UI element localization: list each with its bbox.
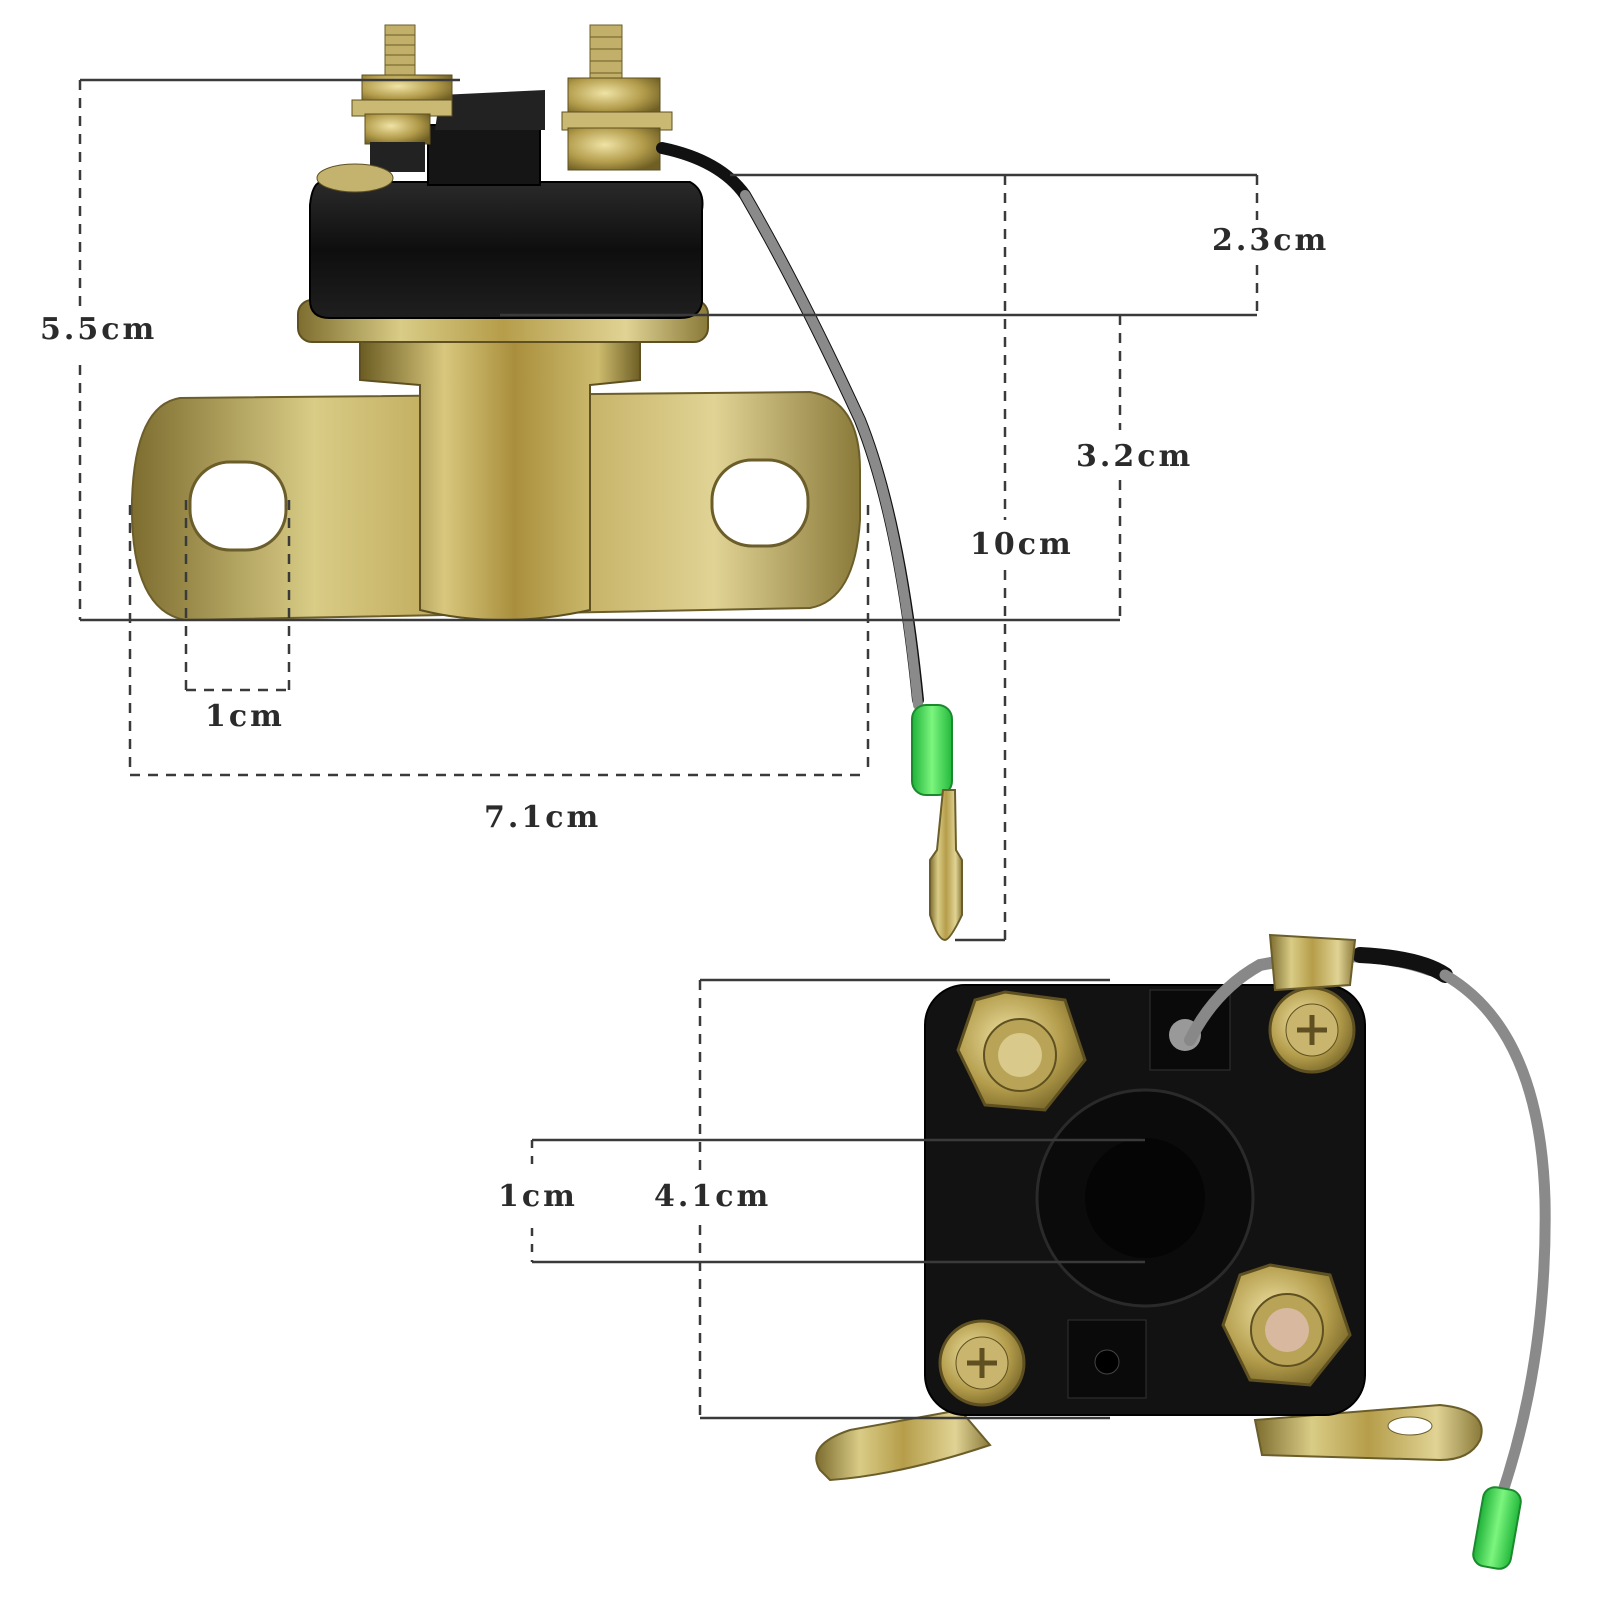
bracket-hole-left [188,460,288,552]
black-cap [309,181,704,319]
screw-top-right [1268,986,1356,1074]
side-view [130,24,963,942]
bullet-terminal [929,789,963,942]
left-terminal [351,24,453,172]
ground-lug [316,163,394,193]
top-bracket-right [1253,1403,1483,1462]
dim-label-cap-height: 2.3cm [1208,224,1334,258]
green-connector-sleeve [911,704,953,796]
dimension-lines [78,78,1259,1420]
dim-label-total-height: 5.5cm [36,313,162,347]
wire-clamp [1268,933,1357,992]
terminal-nut-bottom-right [1221,1263,1352,1387]
cap-center-dome [427,124,541,186]
dim-label-top-width: 4.1cm [650,1180,776,1214]
cap-dome-top [435,90,545,130]
top-bracket-hole [1387,1416,1433,1436]
terminal-nut-top-left [956,990,1087,1112]
boss-hole [1094,1349,1120,1375]
top-trigger-wire-tail [1439,969,1551,1506]
center-dome-core [1085,1138,1205,1258]
right-terminal [561,24,673,171]
dim-label-hole-width: 1cm [201,700,289,734]
dim-label-top-hole: 1cm [494,1180,582,1214]
top-bracket-left [815,1408,992,1482]
screw-bottom-left [938,1319,1026,1407]
bracket-hole-right [710,458,810,548]
dim-label-bracket-width: 7.1cm [480,801,606,835]
dim-label-body-height: 3.2cm [1072,440,1198,474]
top-view [815,933,1551,1570]
dim-label-wire-length: 10cm [966,528,1078,562]
top-green-sleeve [1472,1486,1522,1570]
